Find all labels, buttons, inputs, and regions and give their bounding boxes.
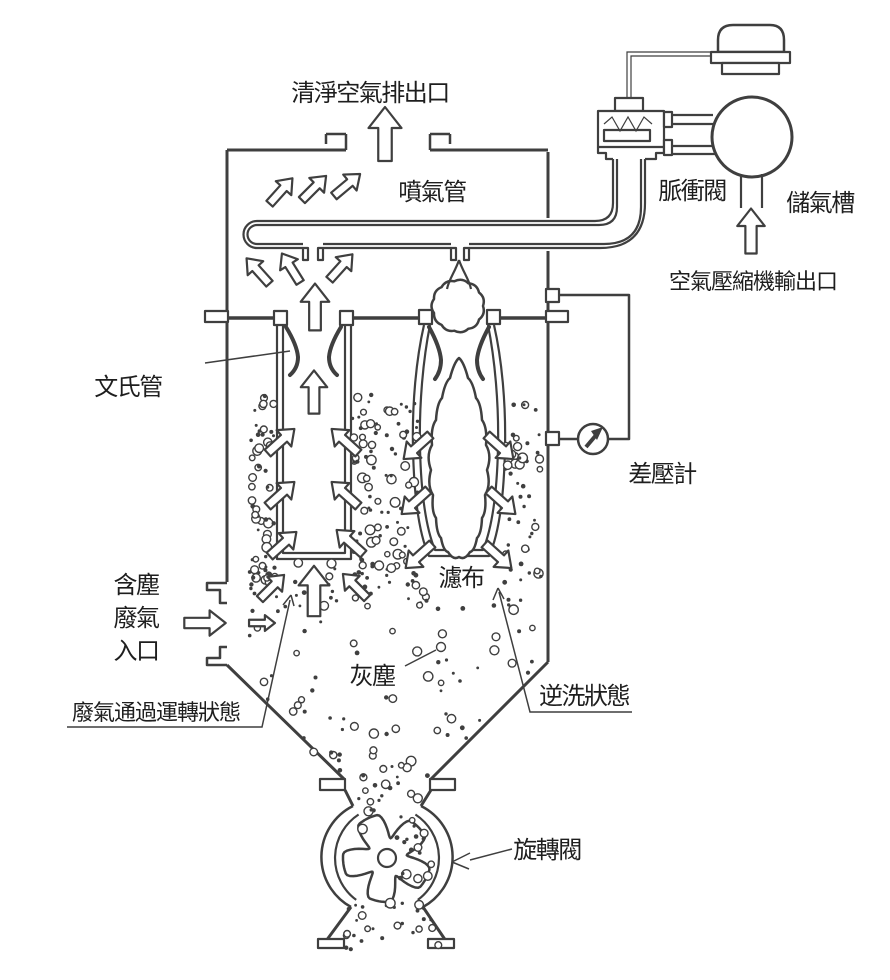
filter-bag-backwash	[411, 324, 507, 560]
inlet-duct	[205, 581, 227, 667]
label-inlet-line1: 含塵	[114, 572, 159, 599]
tube-sheet	[203, 308, 570, 327]
hopper-flange-right	[428, 777, 457, 792]
tube-sheet-flange-left	[203, 309, 230, 324]
venturi-leader	[204, 350, 291, 364]
venturi-right-b	[474, 325, 491, 381]
clean-air-outlet-duct	[324, 132, 452, 150]
inlet-gas-arrow	[183, 609, 227, 637]
leader-lines	[67, 350, 632, 870]
pulse-valve	[596, 96, 716, 161]
label-diff-pressure-gauge: 差壓計	[628, 461, 696, 488]
label-jet-pipe: 噴氣管	[398, 179, 466, 206]
operating-state-leader	[67, 594, 295, 728]
label-venturi: 文氏管	[94, 374, 162, 401]
labels: 清淨空氣排出口 噴氣管 脈衝閥 儲氣槽 空氣壓縮機輸出口 文氏管 差壓計 含塵 …	[72, 80, 857, 864]
label-filter-cloth: 濾布	[439, 565, 484, 592]
venturi-left-b	[326, 325, 343, 377]
hopper-flange-left	[318, 777, 347, 792]
blowpipe-nozzles	[301, 246, 471, 262]
clean-air-out-arrow	[366, 105, 404, 163]
label-pulse-valve: 脈衝閥	[658, 178, 726, 205]
rotary-valve-rotor	[341, 813, 431, 904]
backwash-state-leader	[492, 587, 632, 713]
backwash-air-cloud	[427, 356, 491, 560]
tube-sheet-flange-right	[544, 309, 570, 324]
label-operating-state: 廢氣通過運轉狀態	[72, 700, 240, 725]
label-compressor-outlet: 空氣壓縮機輸出口	[669, 269, 837, 294]
compressor-air-arrow	[735, 207, 767, 255]
dust-leader	[404, 649, 437, 667]
label-inlet-line3: 入口	[114, 639, 159, 665]
venturi-left-a	[284, 325, 301, 377]
label-dust: 灰塵	[350, 663, 395, 690]
sequence-controller	[626, 23, 792, 98]
pulse-valve-solenoid-port	[613, 96, 645, 113]
pressure-tap-upper	[544, 287, 561, 304]
air-tank	[710, 95, 794, 208]
label-inlet-line2: 廢氣	[114, 605, 160, 632]
label-rotary-valve: 旋轉閥	[513, 837, 581, 864]
hopper	[225, 660, 550, 807]
pulse-jet-cloud	[430, 259, 486, 334]
label-backwash-state: 逆洗狀態	[539, 683, 629, 710]
blowpipe	[242, 159, 647, 262]
control-signal-line	[626, 51, 712, 98]
pressure-sensing-loop	[544, 287, 631, 447]
gauge-needle-icon	[591, 427, 603, 440]
pressure-tap-lower	[544, 430, 561, 447]
venturi-right-a	[427, 325, 444, 381]
rotary-valve	[320, 804, 454, 909]
label-clean-air-outlet: 清淨空氣排出口	[291, 80, 449, 107]
differential-pressure-gauge	[576, 422, 610, 456]
rotor-shaft-icon	[376, 847, 398, 869]
label-air-tank: 儲氣槽	[786, 190, 855, 217]
rotary-valve-leader	[451, 848, 513, 870]
valve-spring-icon	[603, 115, 653, 133]
